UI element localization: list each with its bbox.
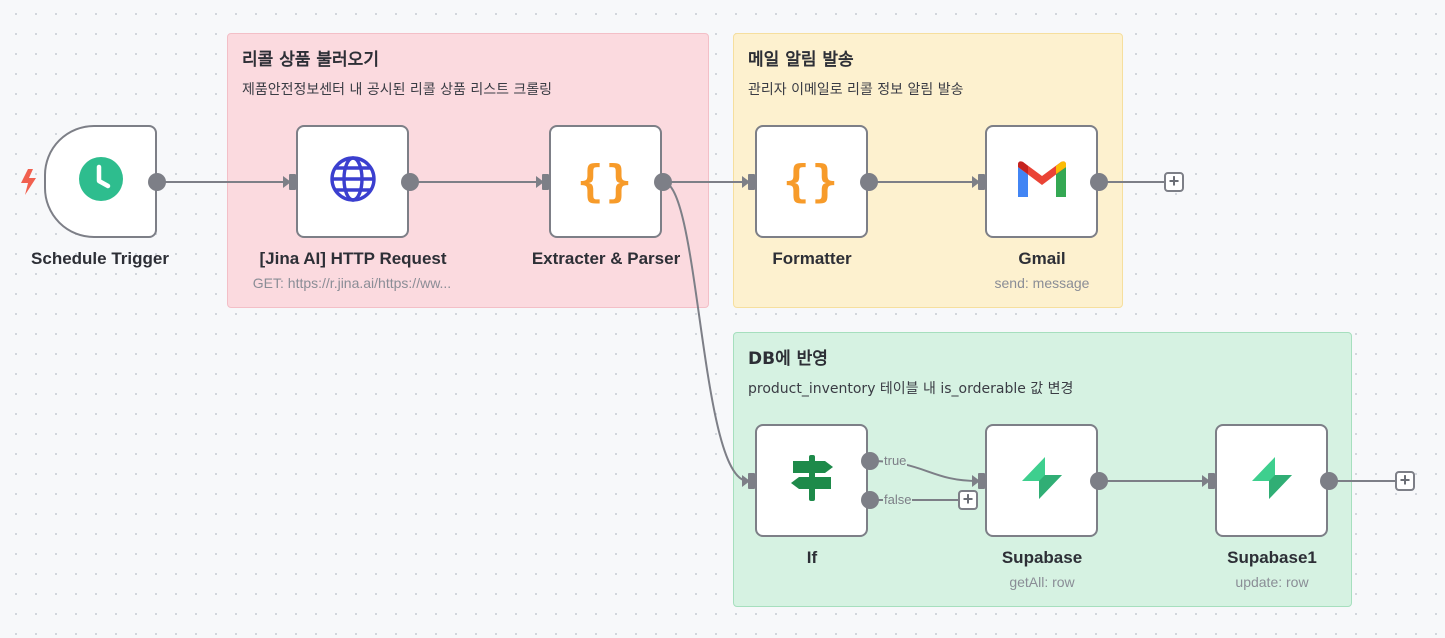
code-braces-icon: {}	[783, 156, 840, 207]
node-label: Gmail	[1018, 249, 1066, 268]
output-handle[interactable]	[1090, 472, 1108, 490]
arrow-head	[742, 475, 750, 487]
node-supabase[interactable]	[985, 424, 1098, 537]
arrow-head	[283, 176, 291, 188]
node-subtitle: update: row	[1235, 574, 1309, 590]
input-handle[interactable]	[748, 473, 755, 489]
input-handle[interactable]	[748, 174, 755, 190]
group-title: 리콜 상품 불러오기	[242, 50, 379, 70]
node-if[interactable]	[755, 424, 868, 537]
gmail-icon	[1017, 161, 1066, 202]
node-label: Supabase	[1001, 548, 1083, 567]
globe-icon	[329, 155, 377, 208]
supabase-icon	[1020, 455, 1064, 506]
group-title: 메일 알림 발송	[748, 50, 854, 70]
output-handle[interactable]	[148, 173, 166, 191]
input-handle[interactable]	[978, 473, 985, 489]
add-node-button[interactable]: +	[1395, 471, 1415, 491]
supabase-icon	[1250, 455, 1294, 506]
branch-label-false: false	[883, 492, 913, 507]
group-description: 제품안전정보센터 내 공시된 리콜 상품 리스트 크롤링	[242, 82, 553, 98]
output-handle[interactable]	[860, 173, 878, 191]
signpost-icon	[789, 453, 835, 508]
node-label: Supabase1	[1227, 548, 1317, 567]
node-subtitle: send: message	[994, 275, 1090, 291]
arrow-head	[1202, 475, 1210, 487]
arrow-head	[742, 176, 750, 188]
input-handle[interactable]	[289, 174, 296, 190]
node-http-request[interactable]	[296, 125, 409, 238]
edge-extracter-if[interactable]	[662, 181, 749, 482]
group-description: 관리자 이메일로 리콜 정보 알림 발송	[748, 82, 964, 98]
group-description: product_inventory 테이블 내 is_orderable 값 변…	[748, 381, 1074, 397]
output-handle[interactable]	[654, 173, 672, 191]
node-extracter-parser[interactable]: {}	[549, 125, 662, 238]
group-title: DB에 반영	[748, 349, 828, 369]
branch-label-true: true	[883, 453, 908, 468]
input-handle[interactable]	[1208, 473, 1215, 489]
output-handle-true[interactable]	[861, 452, 879, 470]
node-schedule-trigger[interactable]	[44, 125, 157, 238]
node-formatter[interactable]: {}	[755, 125, 868, 238]
node-label: Schedule Trigger	[31, 249, 169, 268]
arrow-head	[972, 176, 980, 188]
input-handle[interactable]	[542, 174, 549, 190]
node-label: Extracter & Parser	[531, 249, 681, 268]
add-node-button[interactable]: +	[1164, 172, 1184, 192]
node-label: Formatter	[772, 249, 852, 268]
arrow-head	[972, 475, 980, 487]
node-supabase1[interactable]	[1215, 424, 1328, 537]
output-handle[interactable]	[1320, 472, 1338, 490]
node-label: [Jina AI] HTTP Request	[259, 249, 447, 268]
node-gmail[interactable]	[985, 125, 1098, 238]
add-node-button[interactable]: +	[958, 490, 978, 510]
output-handle[interactable]	[401, 173, 419, 191]
output-handle[interactable]	[1090, 173, 1108, 191]
arrow-head	[536, 176, 544, 188]
node-label: If	[806, 548, 818, 567]
output-handle-false[interactable]	[861, 491, 879, 509]
trigger-bolt-icon	[21, 169, 36, 195]
node-subtitle: getAll: row	[1009, 574, 1075, 590]
clock-icon	[78, 156, 124, 207]
node-subtitle: GET: https://r.jina.ai/https://ww...	[252, 275, 452, 291]
code-braces-icon: {}	[577, 156, 634, 207]
input-handle[interactable]	[978, 174, 985, 190]
